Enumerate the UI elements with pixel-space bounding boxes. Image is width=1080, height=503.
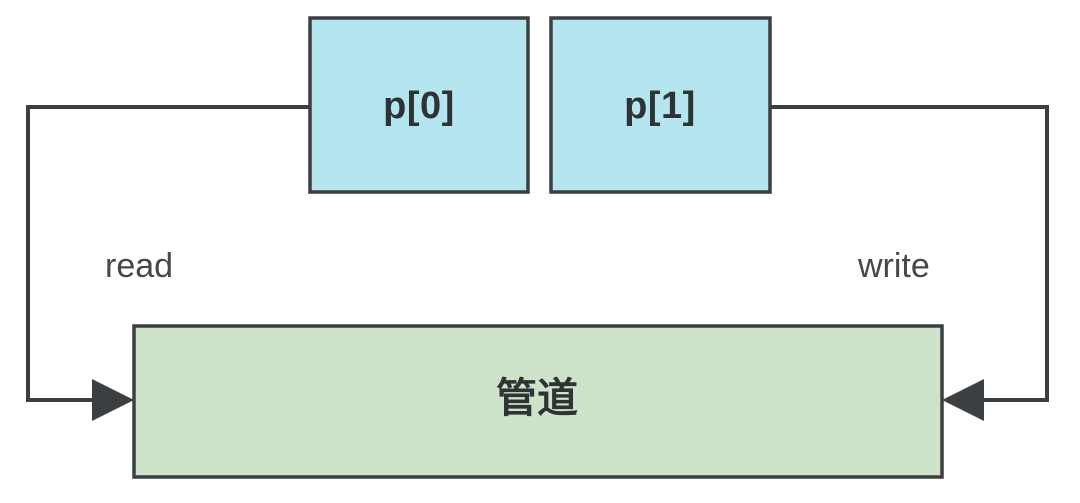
write-arrowhead-icon [942,379,984,421]
write-edge-group[interactable]: write [770,105,1049,421]
node-p1-label: p[1] [624,85,696,127]
node-p0-rect [308,16,530,194]
node-pipe[interactable]: 管道 [132,324,944,479]
node-p1-rect [549,16,772,194]
write-edge-label: write [857,247,930,285]
node-pipe-label: 管道 [496,375,578,421]
read-arrowhead-icon [92,379,134,421]
node-p0-label: p[0] [383,85,455,127]
node-p0[interactable]: p[0] [308,16,530,194]
node-p1[interactable]: p[1] [549,16,772,194]
node-pipe-rect [132,324,944,479]
write-edge-line [770,105,1049,402]
read-edge-line [26,105,310,402]
read-edge-group[interactable]: read [26,105,310,421]
read-edge-label: read [105,247,173,285]
